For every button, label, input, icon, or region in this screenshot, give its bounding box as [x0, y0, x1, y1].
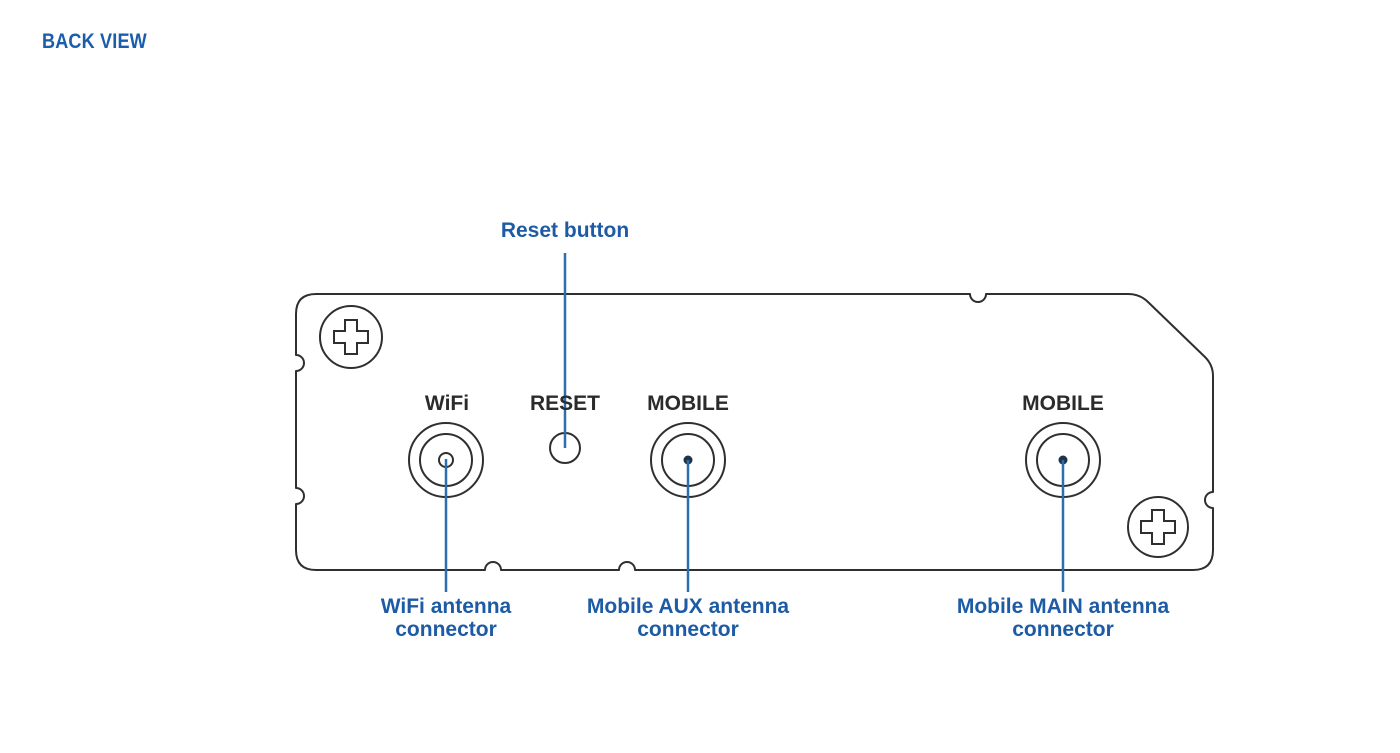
callout-mobile-aux-line2: connector: [637, 618, 739, 641]
panel-label-mobile-aux: MOBILE: [647, 392, 729, 415]
callout-mobile-main-antenna-connector: Mobile MAIN antenna connector: [957, 595, 1169, 641]
callout-reset-button: Reset button: [500, 219, 630, 242]
callout-mobile-main-line1: Mobile MAIN antenna: [956, 595, 1170, 618]
panel-label-reset: RESET: [529, 392, 601, 415]
panel-label-wifi: WiFi: [424, 392, 470, 415]
callout-wifi-antenna-connector: WiFi antenna connector: [381, 595, 511, 641]
phillips-screw-top-left-icon: [319, 305, 383, 369]
callout-mobile-aux-line1: Mobile AUX antenna: [586, 595, 790, 618]
callout-wifi-line2: connector: [395, 618, 497, 641]
callout-wifi-line1: WiFi antenna: [380, 595, 512, 618]
phillips-screw-bottom-right-icon: [1127, 496, 1189, 558]
callout-mobile-main-line2: connector: [1012, 618, 1114, 641]
panel-label-mobile-main: MOBILE: [1022, 392, 1104, 415]
callout-mobile-aux-antenna-connector: Mobile AUX antenna connector: [587, 595, 789, 641]
page-title: BACK VIEW: [42, 30, 147, 53]
device-back-panel-outline: [295, 293, 1214, 571]
